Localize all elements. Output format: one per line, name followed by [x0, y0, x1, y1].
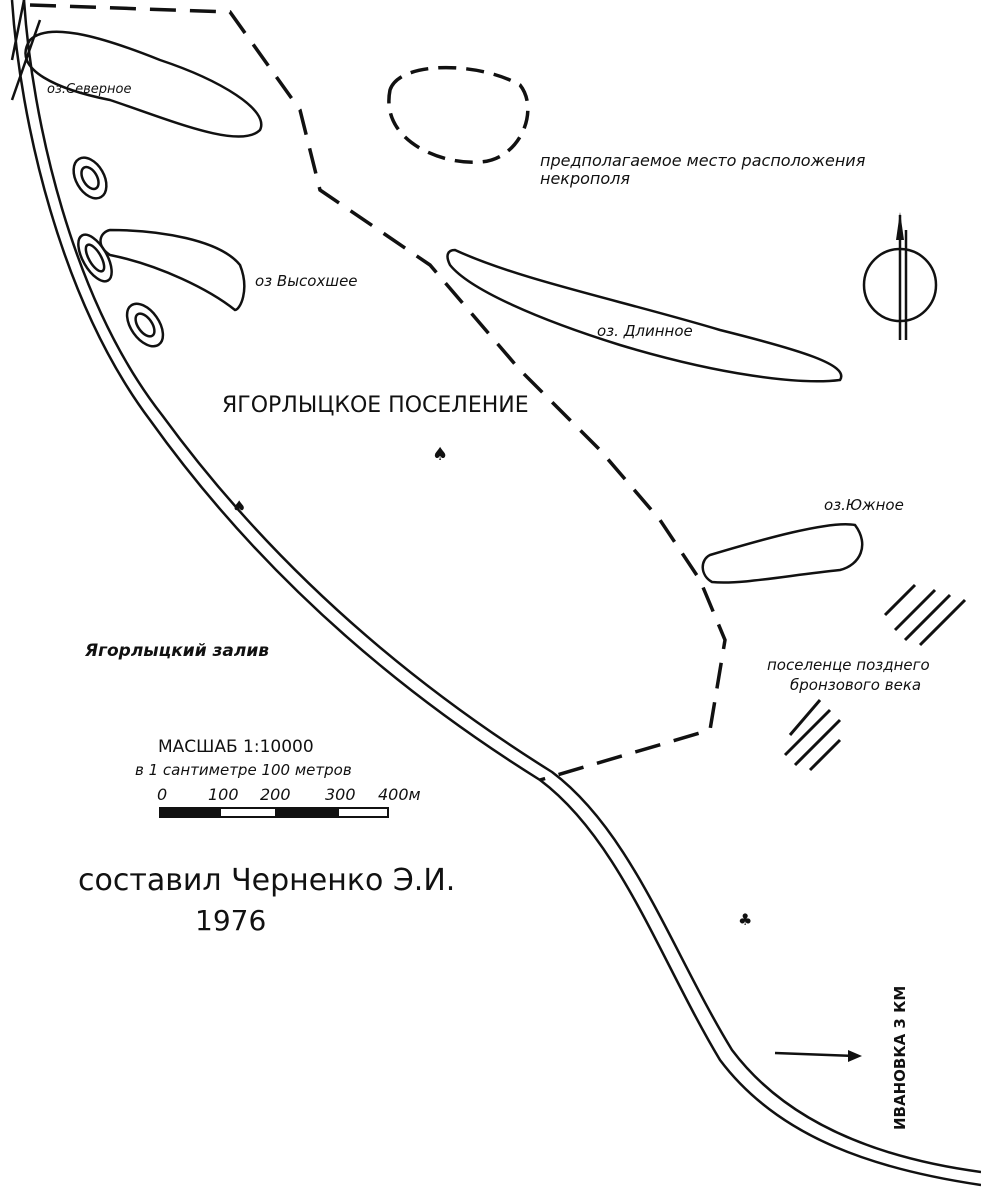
lake-severnoe: [24, 30, 263, 138]
label-necropolis-1: предполагаемое место расположения: [540, 151, 866, 170]
lake-yuzhnoe: [701, 523, 864, 584]
scale-subtitle: в 1 сантиметре 100 метров: [135, 761, 352, 779]
necropolis-area: [387, 65, 530, 164]
label-bronze-age-1: поселенце позднего: [767, 656, 930, 674]
scale-tick-400: 400м: [378, 785, 421, 804]
label-bay: Ягорлыцкий залив: [84, 641, 269, 661]
scale-title: МАСШАБ 1:10000: [158, 737, 314, 757]
bronze-age-hatch: [783, 583, 967, 772]
direction-arrow-icon: [774, 1050, 862, 1062]
scale-tick-100: 100: [208, 785, 239, 804]
tree-icon: ♠: [432, 444, 448, 465]
scale-tick-0: 0: [157, 785, 167, 804]
label-settlement: ЯГОРЛЫЦКОЕ ПОСЕЛЕНИЕ: [222, 393, 529, 418]
mound-marks: [72, 156, 165, 348]
lake-dlinnoe: [446, 248, 843, 383]
label-lake-dlinnoe: оз. Длинное: [597, 322, 693, 340]
label-lake-yuzhnoe: оз.Южное: [824, 496, 904, 514]
shoreline: [10, 0, 981, 1187]
tree-icon: ♣: [738, 910, 752, 929]
lake-vysokhshee: [99, 228, 246, 312]
author-year: 1976: [195, 904, 266, 937]
label-direction: ИВАНОВКА 3 КМ: [891, 986, 909, 1130]
north-arrow-icon: [862, 212, 938, 340]
scale-tick-300: 300: [325, 785, 356, 804]
scale-bar: [159, 807, 389, 818]
label-necropolis-2: некрополя: [540, 169, 630, 188]
author-credit: составил Черненко Э.И.: [78, 863, 455, 898]
tree-icon: ♠: [232, 497, 246, 516]
label-bronze-age-2: бронзового века: [790, 676, 921, 694]
label-lake-vysokhshee: оз Высохшее: [255, 272, 358, 290]
scale-tick-200: 200: [260, 785, 291, 804]
settlement-boundary: [29, 3, 727, 782]
label-lake-severnoe: оз.Северное: [47, 82, 131, 97]
